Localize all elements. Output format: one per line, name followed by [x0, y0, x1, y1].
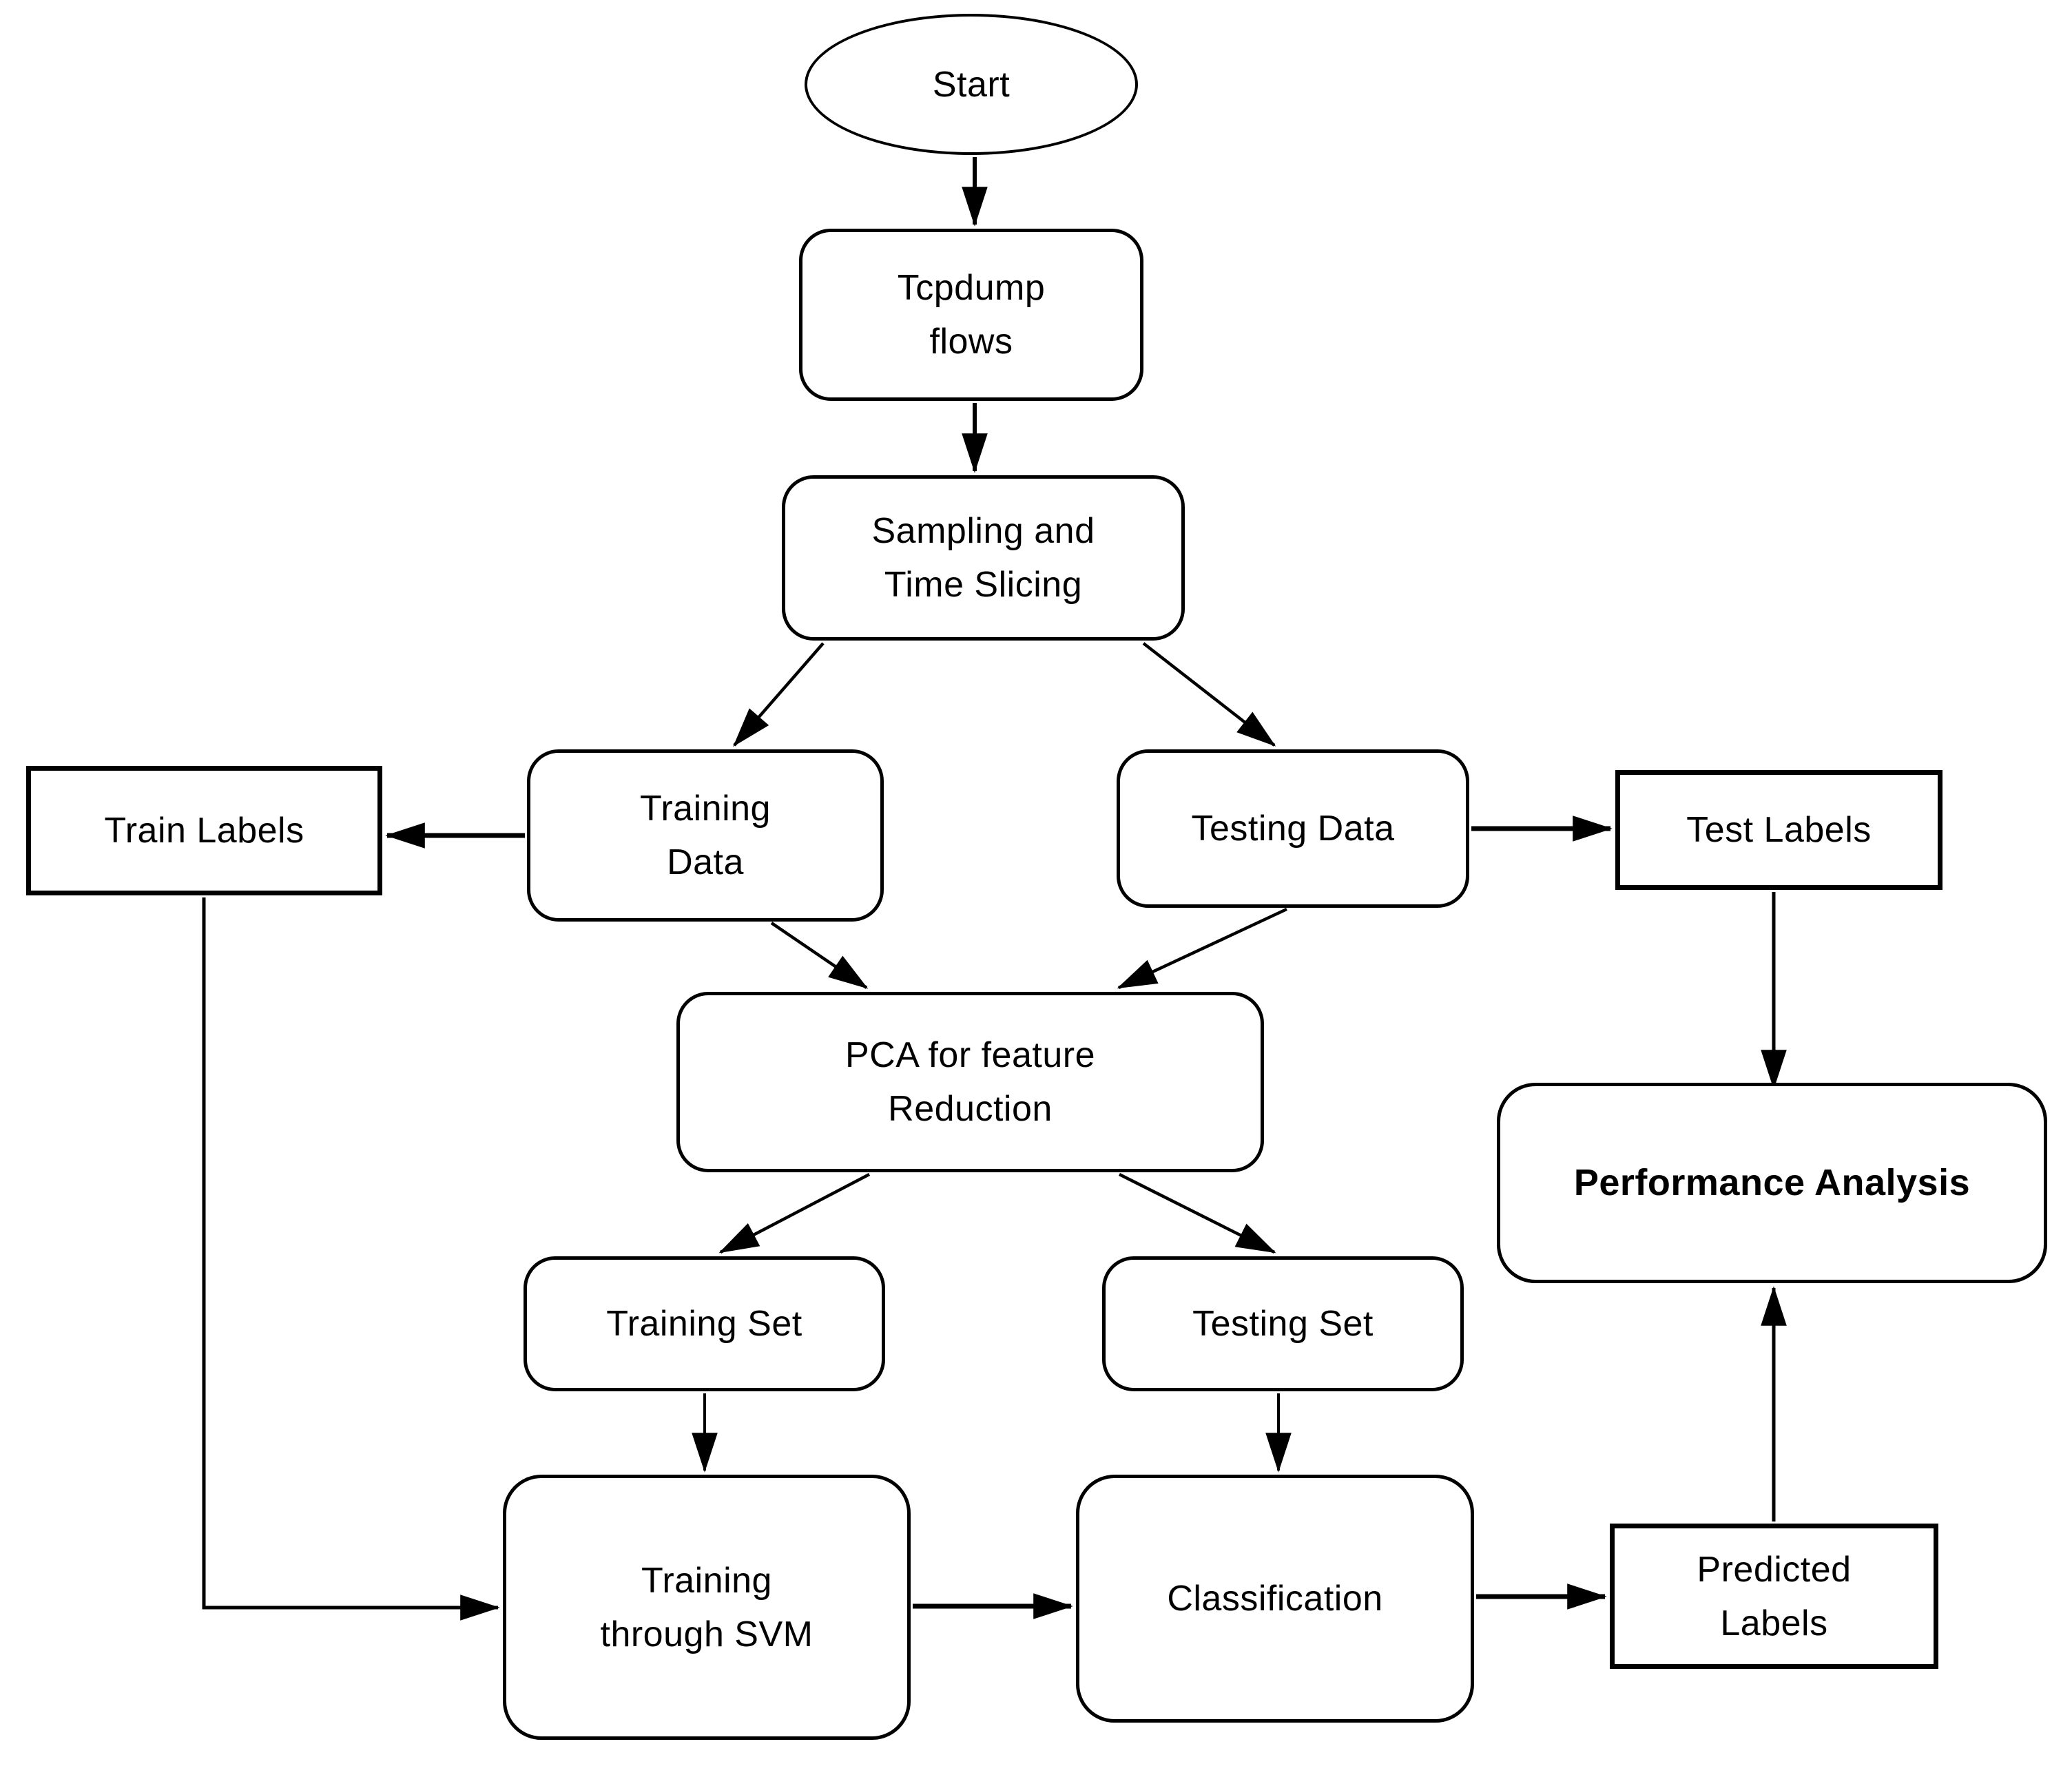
- node-train-labels: Train Labels: [26, 766, 382, 895]
- node-performance-analysis: Performance Analysis: [1497, 1083, 2047, 1283]
- node-training-through-svm: Training through SVM: [503, 1475, 911, 1740]
- node-tcpdump-flows: Tcpdump flows: [799, 229, 1143, 401]
- node-testing-set: Testing Set: [1102, 1256, 1464, 1391]
- edge-sampling-testing-data: [1142, 642, 1276, 747]
- edge-training-data-pca: [770, 922, 869, 989]
- node-testing-data: Testing Data: [1117, 749, 1469, 908]
- edge-sampling-training-data: [733, 642, 825, 747]
- edge-pca-testing-set: [1118, 1172, 1276, 1254]
- edge-train-labels-training-svm: [202, 897, 500, 1621]
- node-sampling-time-slicing: Sampling and Time Slicing: [782, 475, 1185, 641]
- edge-pca-training-set: [718, 1173, 871, 1254]
- node-classification: Classification: [1076, 1475, 1474, 1723]
- node-test-labels: Test Labels: [1615, 770, 1942, 890]
- node-training-data: Training Data: [527, 749, 884, 922]
- node-predicted-labels: Predicted Labels: [1610, 1524, 1938, 1669]
- node-pca-feature-reduction: PCA for feature Reduction: [676, 992, 1264, 1172]
- node-start: Start: [805, 14, 1138, 155]
- node-training-set: Training Set: [524, 1256, 885, 1391]
- edge-testing-data-pca: [1117, 907, 1287, 990]
